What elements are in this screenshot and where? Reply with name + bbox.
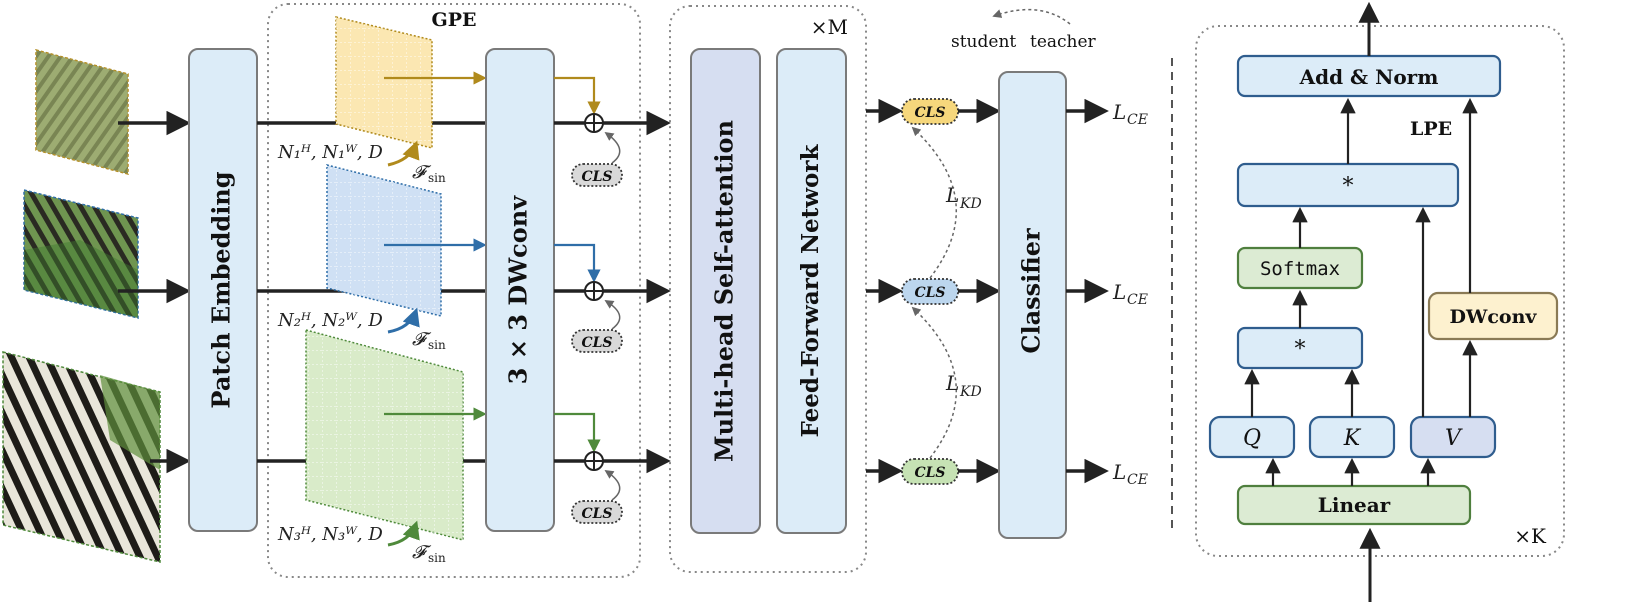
svg-text:CE: CE bbox=[1127, 112, 1148, 128]
svg-text:KD: KD bbox=[959, 196, 982, 212]
input-image-small bbox=[35, 49, 129, 175]
student-label: student bbox=[951, 32, 1016, 52]
q-label: Q bbox=[1243, 426, 1261, 451]
cls-token-student-1: CLS bbox=[901, 98, 959, 125]
cls-token-gray-3: CLS bbox=[571, 500, 623, 524]
linear-block bbox=[1236, 484, 1472, 526]
classifier-block bbox=[998, 71, 1067, 539]
dims-label-2: N₂ᴴ, N₂ᵂ, D bbox=[277, 310, 383, 331]
svg-text:CLS: CLS bbox=[581, 335, 612, 351]
lpe-title: LPE bbox=[1410, 118, 1452, 140]
fsin-arrow-1 bbox=[387, 140, 420, 167]
cls-token-student-2: CLS bbox=[901, 278, 959, 305]
fsin-label-3: 𝓕 sin bbox=[412, 542, 446, 565]
svg-text:CE: CE bbox=[1127, 292, 1148, 308]
cls-token-student-3: CLS bbox=[901, 458, 959, 485]
dw-skip-2 bbox=[554, 243, 601, 283]
softmax-label: Softmax bbox=[1260, 258, 1340, 280]
fsin-arrow-2 bbox=[387, 307, 420, 334]
ffn-label: Feed-Forward Network bbox=[797, 144, 824, 438]
mhsa-block bbox=[690, 48, 761, 534]
mult-mid-label: * bbox=[1295, 337, 1306, 362]
dwconv-3x3-label: 3 × 3 DWconv bbox=[504, 195, 533, 384]
gpe-title: GPE bbox=[432, 9, 477, 31]
input-image-medium bbox=[23, 189, 139, 319]
svg-text:sin: sin bbox=[428, 338, 446, 352]
svg-text:sin: sin bbox=[428, 551, 446, 565]
cls-curve-2 bbox=[604, 300, 621, 330]
dw-skip-3 bbox=[554, 412, 601, 453]
pos-grid-2 bbox=[326, 164, 442, 317]
plus-node-3 bbox=[584, 451, 604, 471]
plus-node-2 bbox=[584, 281, 604, 301]
cls-curve-3 bbox=[604, 470, 621, 501]
svg-text:CLS: CLS bbox=[914, 105, 945, 121]
repeat-m-label: ×M bbox=[811, 15, 848, 39]
ce-loss-label-1: L CE bbox=[1112, 100, 1148, 128]
svg-text:CLS: CLS bbox=[914, 285, 945, 301]
kd-label-2: L KD bbox=[945, 371, 982, 400]
svg-text:CE: CE bbox=[1127, 472, 1148, 488]
dw-skip-1 bbox=[554, 76, 601, 115]
dims-label-1: N₁ᴴ, N₁ᵂ, D bbox=[277, 142, 383, 163]
teacher-student-arrow bbox=[992, 8, 1071, 25]
pos-grid-3 bbox=[305, 329, 464, 541]
lpe-dwconv-label: DWconv bbox=[1450, 306, 1538, 328]
kd-label-1: L KD bbox=[945, 183, 982, 212]
svg-text:sin: sin bbox=[428, 171, 446, 185]
svg-text:L: L bbox=[945, 183, 959, 207]
mhsa-label: Multi-head Self-attention bbox=[710, 120, 739, 462]
svg-text:L: L bbox=[1112, 100, 1126, 124]
svg-text:L: L bbox=[1112, 460, 1126, 484]
dims-label-3: N₃ᴴ, N₃ᵂ, D bbox=[277, 524, 383, 545]
cls-token-gray-1: CLS bbox=[571, 163, 623, 187]
gpe-container bbox=[267, 3, 641, 578]
kd-curve-1 bbox=[911, 126, 958, 279]
svg-text:L: L bbox=[945, 371, 959, 395]
mult-top-label: * bbox=[1343, 174, 1354, 199]
kd-curve-2 bbox=[911, 306, 958, 459]
v-label: V bbox=[1445, 426, 1463, 451]
fsin-label-2: 𝓕 sin bbox=[412, 329, 446, 352]
svg-text:KD: KD bbox=[959, 384, 982, 400]
lpe-dwconv-block bbox=[1427, 291, 1559, 341]
lpe-container bbox=[1195, 25, 1565, 557]
svg-text:CLS: CLS bbox=[581, 169, 612, 185]
k-label: K bbox=[1343, 426, 1362, 451]
fsin-label-1: 𝓕 sin bbox=[412, 162, 446, 185]
add-norm-label: Add & Norm bbox=[1299, 65, 1439, 89]
teacher-label: teacher bbox=[1030, 32, 1097, 52]
linear-label: Linear bbox=[1318, 493, 1391, 517]
patch-embedding-label: Patch Embedding bbox=[207, 171, 236, 408]
svg-text:L: L bbox=[1112, 280, 1126, 304]
pos-grid-1 bbox=[335, 16, 433, 149]
cls-token-gray-2: CLS bbox=[571, 329, 623, 353]
v-block bbox=[1409, 415, 1497, 459]
plus-node-1 bbox=[584, 113, 604, 133]
svg-text:CLS: CLS bbox=[581, 506, 612, 522]
ce-loss-label-2: L CE bbox=[1112, 280, 1148, 308]
repeat-k-label: ×K bbox=[1514, 524, 1547, 548]
input-image-large bbox=[2, 351, 161, 563]
fsin-arrow-3 bbox=[387, 520, 420, 547]
classifier-label: Classifier bbox=[1017, 228, 1046, 354]
svg-text:CLS: CLS bbox=[914, 465, 945, 481]
cls-curve-1 bbox=[604, 131, 621, 164]
ffn-block bbox=[776, 48, 847, 534]
ce-loss-label-3: L CE bbox=[1112, 460, 1148, 488]
transformer-container bbox=[669, 5, 867, 573]
